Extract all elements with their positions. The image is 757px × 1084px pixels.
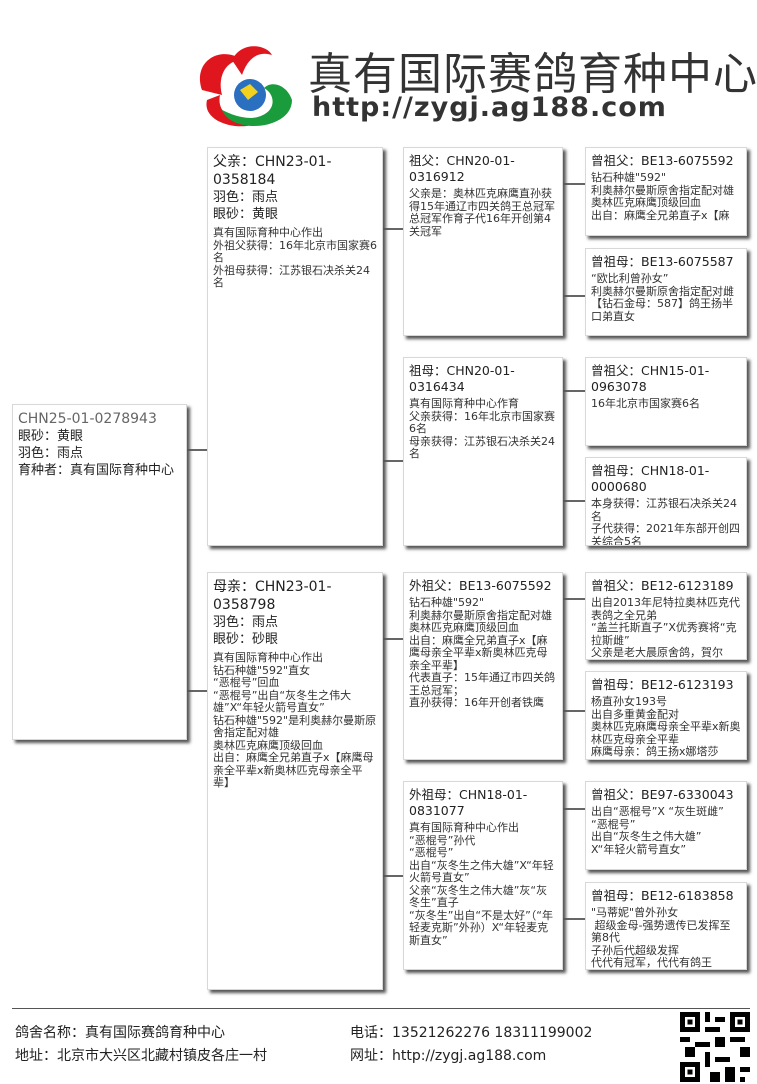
card-title: 外祖父：BE13-6075592 (409, 578, 552, 593)
sire-card[interactable]: 父亲：CHN23-01-0358184 羽色：雨点 眼砂：黄眼 真有国际育种中心… (207, 147, 383, 546)
subject-breeder: 育种者：真有国际育种中心 (18, 463, 175, 478)
card-title: 曾祖母：BE12-6183858 (591, 888, 734, 903)
sire-notes: 真有国际育种中心作出 外祖父获得：16年北京市国家赛6名 外祖母获得：江苏银石决… (213, 226, 377, 289)
connector (563, 710, 585, 712)
card-title: 祖母：CHN20-01-0316434 (409, 363, 515, 394)
card-title: 曾祖父：BE13-6075592 (591, 153, 734, 168)
card-title: 曾祖父：CHN15-01-0963078 (591, 363, 710, 394)
great-grandparent-card[interactable]: 曾祖母：CHN18-01-0000680 本身获得：江苏银石决杀关24名 子代获… (585, 457, 747, 546)
card-title: 外祖母：CHN18-01-0831077 (409, 787, 528, 818)
subject-eye: 眼砂：黄眼 (18, 429, 84, 444)
footer-phone: 电话：13521262276 18311199002 (350, 1025, 593, 1041)
dam-color: 羽色：雨点 (213, 615, 279, 630)
grandsire-maternal-card[interactable]: 外祖父：BE13-6075592 钻石种雄"592" 利奥赫尔曼斯原舍指定配对雄… (403, 572, 563, 760)
connector (383, 875, 403, 877)
connector (187, 449, 207, 451)
great-grandparent-card[interactable]: 曾祖父：BE13-6075592 钻石种雄"592" 利奥赫尔曼斯原舍指定配对雄… (585, 147, 747, 236)
card-notes: “欧比利曾孙女” 利奥赫尔曼斯原舍指定配对雌 【钻石金母：587】鸽王扬半口弟直… (591, 272, 734, 323)
logo-url[interactable]: http://zygj.ag188.com (312, 92, 667, 123)
sire-eye: 眼砂：黄眼 (213, 207, 279, 222)
great-grandparent-card[interactable]: 曾祖母：BE13-6075587 “欧比利曾孙女” 利奥赫尔曼斯原舍指定配对雌 … (585, 248, 747, 336)
great-grandparent-card[interactable]: 曾祖父：CHN15-01-0963078 16年北京市国家赛6名 (585, 357, 747, 446)
dam-card[interactable]: 母亲：CHN23-01-0358798 羽色：雨点 眼砂：砂眼 真有国际育种中心… (207, 572, 383, 990)
card-notes: 出自2013年尼特拉奥林匹克代表鸽之全兄弟 “盖兰托斯直子”X优秀赛将“克拉斯雌… (591, 596, 740, 659)
card-notes: 杨直孙女193号 出自多重黄金配对 奥林匹克麻鹰母亲全平辈x新奥林匹克母亲全平辈… (591, 695, 741, 758)
card-title: 祖父：CHN20-01-0316912 (409, 153, 515, 184)
dam-eye: 眼砂：砂眼 (213, 632, 279, 647)
footer-loft-name: 鸽舍名称：真有国际赛鸽育种中心 (15, 1025, 225, 1041)
logo-title: 真有国际赛鸽育种中心 (308, 49, 757, 100)
connector (563, 918, 585, 920)
card-title: 曾祖父：BE97-6330043 (591, 787, 734, 802)
sire-title: 父亲：CHN23-01-0358184 (213, 154, 332, 188)
card-notes: 钻石种雄"592" 利奥赫尔曼斯原舍指定配对雄 奥林匹克麻鹰顶级回血 出自：麻鹰… (591, 171, 734, 222)
card-title: 曾祖母：BE12-6123193 (591, 677, 734, 692)
connector (563, 598, 585, 600)
subject-ring: CHN25-01-0278943 (18, 411, 157, 427)
card-title: 曾祖母：CHN18-01-0000680 (591, 463, 710, 494)
granddam-paternal-card[interactable]: 祖母：CHN20-01-0316434 真有国际育种中心作育 父亲获得：16年北… (403, 357, 563, 546)
connector (383, 460, 403, 462)
card-notes: 16年北京市国家赛6名 (591, 397, 700, 410)
great-grandparent-card[interactable]: 曾祖父：BE97-6330043 出自“恶棍号”X “灰生斑雌” “恶棍号” 出… (585, 781, 747, 870)
dam-title: 母亲：CHN23-01-0358798 (213, 579, 332, 613)
subject-card[interactable]: CHN25-01-0278943 眼砂：黄眼 羽色：雨点 育种者：真有国际育种中… (12, 404, 187, 740)
sire-color: 羽色：雨点 (213, 190, 279, 205)
footer-website[interactable]: 网址：http://zygj.ag188.com (350, 1048, 547, 1064)
card-notes: 出自“恶棍号”X “灰生斑雌” “恶棍号” 出自“灰冬生之伟大雄” X“年轻火箭… (591, 805, 724, 856)
footer-divider (12, 1008, 750, 1009)
granddam-maternal-card[interactable]: 外祖母：CHN18-01-0831077 真有国际育种中心作出 “恶棍号”孙代 … (403, 781, 563, 970)
connector (563, 500, 585, 502)
logo-emblem (200, 46, 292, 127)
card-title: 曾祖父：BE12-6123189 (591, 578, 734, 593)
great-grandparent-card[interactable]: 曾祖母：BE12-6183858 "马蒂妮"曾外孙女 超级金母-强势遗传已发挥至… (585, 882, 747, 970)
qr-code-icon (680, 1012, 750, 1082)
card-notes: 父亲是：奥林匹克麻鹰直孙获得15年通辽市四关鸽王总冠军 总冠军作育子代16年开创… (409, 187, 555, 238)
connector (383, 228, 403, 230)
card-notes: 真有国际育种中心作出 “恶棍号”孙代 “恶棍号” 出自“灰冬生之伟大雄”X“年轻… (409, 821, 554, 947)
card-notes: 本身获得：江苏银石决杀关24名 子代获得：2021年东部开创四关综合5名 (591, 497, 740, 546)
connector (563, 295, 585, 297)
great-grandparent-card[interactable]: 曾祖母：BE12-6123193 杨直孙女193号 出自多重黄金配对 奥林匹克麻… (585, 671, 747, 760)
subject-color: 羽色：雨点 (18, 446, 84, 461)
card-notes: 真有国际育种中心作育 父亲获得：16年北京市国家赛6名 母亲获得：江苏银石决杀关… (409, 397, 555, 460)
card-notes: 钻石种雄"592" 利奥赫尔曼斯原舍指定配对雄 奥林匹克麻鹰顶级回血 出自：麻鹰… (409, 596, 555, 709)
card-notes: "马蒂妮"曾外孙女 超级金母-强势遗传已发挥至第8代 子孙后代超级发挥 代代有冠… (591, 906, 731, 969)
connector (563, 390, 585, 392)
connector (187, 690, 207, 692)
card-title: 曾祖母：BE13-6075587 (591, 254, 734, 269)
grandsire-paternal-card[interactable]: 祖父：CHN20-01-0316912 父亲是：奥林匹克麻鹰直孙获得15年通辽市… (403, 147, 563, 336)
great-grandparent-card[interactable]: 曾祖父：BE12-6123189 出自2013年尼特拉奥林匹克代表鸽之全兄弟 “… (585, 572, 747, 660)
dam-notes: 真有国际育种中心作出 钻石种雄"592"直女 “恶棍号”回血 “恶棍号”出自“灰… (213, 651, 377, 789)
connector (563, 183, 585, 185)
footer-address: 地址：北京市大兴区北藏村镇皮各庄一村 (15, 1048, 267, 1064)
connector (563, 808, 585, 810)
connector (383, 638, 403, 640)
